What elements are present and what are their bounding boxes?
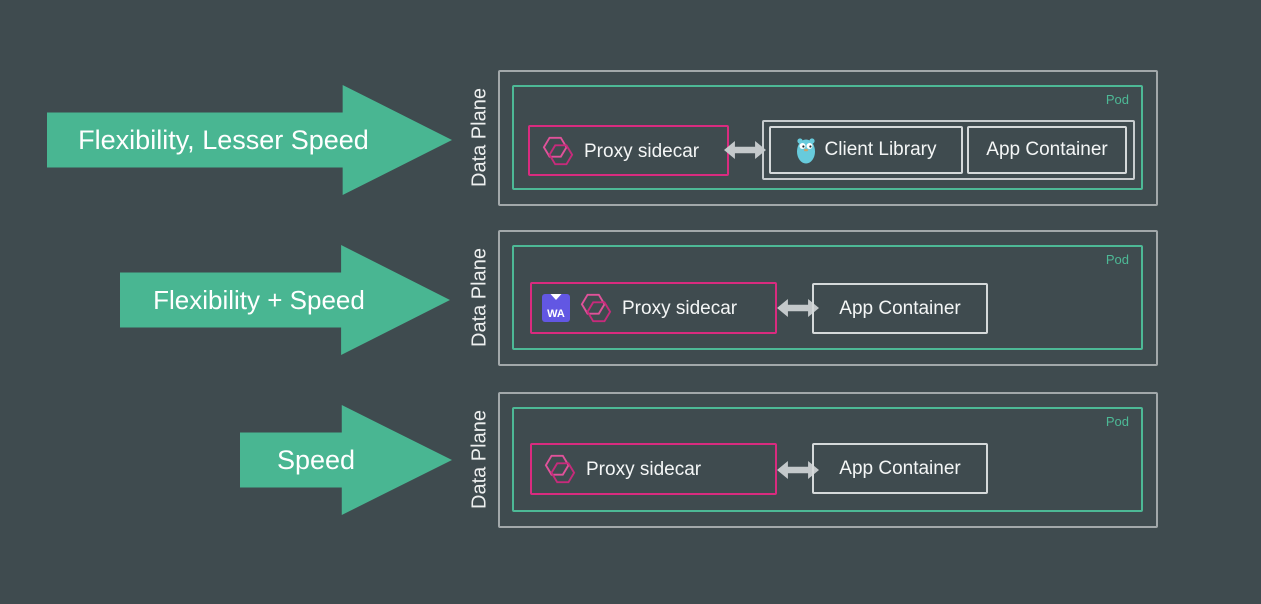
flow-arrow-label: Speed [276, 444, 356, 475]
proxy-sidecar-label: Proxy sidecar [584, 140, 700, 162]
data-plane-label: Data Plane [468, 88, 491, 188]
row-speed: Speed Data Plane Pod Proxy sidecar App C… [0, 392, 1261, 528]
app-container-box: App Container [812, 443, 988, 494]
pod-box: Pod Proxy sidecar App Container [512, 407, 1143, 512]
app-container-box: App Container [967, 126, 1127, 174]
envoy-proxy-icon [542, 136, 574, 165]
proxy-sidecar-label: Proxy sidecar [622, 298, 738, 319]
flow-arrow-label: Flexibility, Lesser Speed [78, 124, 369, 155]
data-plane-label: Data Plane [468, 410, 491, 510]
workload-group-box: Client Library App Container [762, 120, 1135, 180]
envoy-proxy-icon [544, 454, 576, 484]
app-container-label: App Container [986, 139, 1108, 160]
pod-label: Pod [1105, 414, 1129, 429]
flow-arrow: Speed [240, 405, 452, 515]
flow-arrow-label: Flexibility + Speed [153, 284, 365, 315]
flow-arrow: Flexibility, Lesser Speed [47, 85, 452, 195]
data-plane-box: Pod WA Proxy sidecar App Container [498, 230, 1158, 366]
bidirectional-arrow-icon [777, 299, 819, 317]
envoy-proxy-icon [580, 293, 612, 323]
data-plane-box: Pod Proxy sidecar [498, 70, 1158, 206]
data-plane-box: Pod Proxy sidecar App Container [498, 392, 1158, 528]
proxy-sidecar-box: Proxy sidecar [528, 125, 729, 176]
app-container-box: App Container [812, 283, 988, 334]
pod-box: Pod WA Proxy sidecar App Container [512, 245, 1143, 350]
wasm-icon: WA [542, 294, 570, 322]
pod-box: Pod Proxy sidecar [512, 85, 1143, 190]
client-library-label: Client Library [824, 139, 937, 160]
flow-arrow: Flexibility + Speed [120, 245, 450, 355]
pod-label: Pod [1105, 92, 1129, 107]
row-flexibility-plus-speed: Flexibility + Speed Data Plane Pod WA Pr… [0, 230, 1261, 366]
wasm-icon-label: WA [547, 308, 565, 320]
data-plane-label: Data Plane [468, 248, 491, 348]
bidirectional-arrow-icon [777, 461, 819, 479]
proxy-sidecar-label: Proxy sidecar [586, 459, 702, 480]
bidirectional-arrow-icon [724, 141, 766, 159]
proxy-sidecar-box: WA Proxy sidecar [530, 282, 777, 334]
app-container-label: App Container [839, 457, 961, 479]
app-container-label: App Container [839, 297, 961, 319]
row-flexibility-lesser-speed: Flexibility, Lesser Speed Data Plane Pod… [0, 70, 1261, 206]
client-library-box: Client Library [769, 126, 963, 174]
proxy-sidecar-box: Proxy sidecar [530, 443, 777, 495]
go-gopher-icon [796, 137, 815, 163]
pod-label: Pod [1105, 252, 1129, 267]
